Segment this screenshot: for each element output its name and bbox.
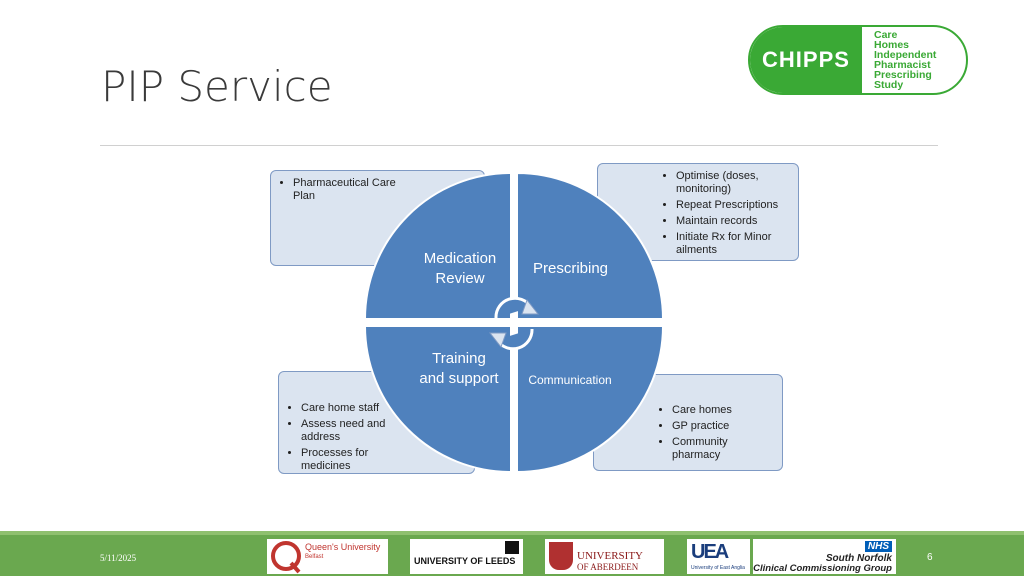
leeds-name: UNIVERSITY OF LEEDS [414,556,516,566]
page-number: 6 [927,552,933,563]
box-item: Care home staff [301,402,401,415]
quadrant-top-right [516,171,665,320]
nhs-org-name: South Norfolk [825,553,892,564]
uea-caption: University of East Anglia [691,565,745,571]
chipps-tagline-line: Independent [874,49,937,61]
box-item: GP practice [672,420,776,433]
qub-name: Queen's University Belfast [305,542,380,562]
quadrant-label-communication: Communication [528,373,612,387]
chipps-logo: CHIPPS Care Homes Independent Pharmacist… [748,25,968,95]
chipps-tagline-line: Prescribing [874,69,932,81]
qub-name-line: Belfast [305,554,324,560]
chipps-tagline-line: Pharmacist [874,59,931,71]
footer-accent [0,531,1024,535]
chipps-tagline-line: Homes [874,39,910,51]
quadrant-bottom-left [363,325,512,474]
arrow-head-icon [488,332,507,349]
box-item: Initiate Rx for Minor ailments [676,231,792,257]
leeds-crest-icon [505,541,519,554]
box-item: Assess need and address [301,418,401,444]
university-of-leeds-logo: UNIVERSITY OF LEEDS [410,539,523,574]
box-item: Maintain records [676,215,792,228]
queens-university-logo: Queen's University Belfast [267,539,388,574]
box-item: Pharmaceutical Care Plan [293,177,413,203]
nhs-org-subtitle: Clinical Commissioning Group [753,563,892,574]
qub-name-line: Queen's University [305,542,381,552]
chipps-logo-tagline: Care Homes Independent Pharmacist Prescr… [874,29,937,91]
cycle-arrows-icon [494,296,534,351]
nhs-south-norfolk-logo: NHS South Norfolk Clinical Commissioning… [753,539,896,574]
box-item: Processes for medicines [301,447,401,473]
box-item: Community pharmacy [672,436,776,462]
title-divider [100,145,938,146]
aberdeen-crest-icon [549,542,573,570]
quadrant-bottom-right [516,325,665,474]
quadrant-label-training: Training and support [419,350,499,387]
quadrant-label-prescribing: Prescribing [532,260,609,277]
slide-date: 5/11/2025 [100,553,137,563]
aberdeen-name: UNIVERSITY OF ABERDEEN [577,551,643,573]
aberdeen-name-line: OF ABERDEEN [577,562,639,572]
slide-title: PIP Service [101,62,333,111]
nhs-badge: NHS [864,541,892,552]
quadrant-top-left [363,171,512,320]
university-of-aberdeen-logo: UNIVERSITY OF ABERDEEN [545,539,664,574]
qub-crest-icon [271,541,301,574]
box-item: Repeat Prescriptions [676,199,792,212]
aberdeen-name-line: UNIVERSITY [577,550,643,562]
chipps-tagline-line: Study [874,79,904,91]
chipps-logo-name: CHIPPS [750,27,862,93]
box-item: Optimise (doses, monitoring) [676,170,792,196]
arrow-head-icon [521,298,540,315]
uea-logo: UEA University of East Anglia [687,539,750,574]
uea-mark-icon: UEA [691,541,729,563]
quadrant-label-medication-review: Medication Review [423,250,497,287]
box-item: Care homes [672,404,776,417]
chipps-tagline-line: Care [874,29,898,41]
